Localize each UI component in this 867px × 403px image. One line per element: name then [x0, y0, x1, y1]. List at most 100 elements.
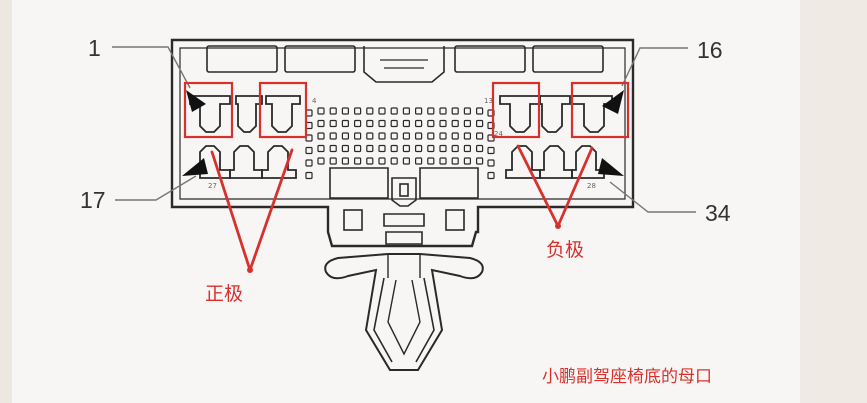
highlight-box-left-1	[183, 81, 234, 139]
pin-cavity	[354, 144, 362, 153]
page-background	[0, 0, 800, 403]
pin-cavity	[463, 107, 471, 115]
pin-cavity	[402, 157, 410, 165]
pin-cavity	[317, 119, 325, 128]
pin-cavity	[341, 132, 349, 140]
pin-cavity	[329, 144, 337, 153]
arrow-pin-16	[602, 90, 624, 114]
pin-cavity	[329, 107, 337, 115]
top-latch-slots	[206, 45, 604, 83]
pin-cavity	[451, 107, 459, 115]
pin-label-16: 16	[697, 37, 723, 63]
leader-line-17	[115, 175, 197, 201]
pin-cavity	[305, 171, 313, 180]
pin-cavity	[329, 119, 337, 128]
pin-cavity	[427, 144, 435, 153]
pin-cavity	[366, 157, 374, 165]
negative-line-left	[516, 144, 560, 228]
pin-cavity	[439, 144, 447, 153]
pin-cavity	[476, 132, 484, 140]
pin-cavity	[305, 146, 313, 155]
pin-cavity	[427, 119, 435, 128]
pin-cavity	[402, 107, 410, 115]
pin-cavity	[427, 157, 435, 165]
pin-cavity	[390, 132, 398, 140]
pin-cavity	[463, 119, 471, 128]
pin-cavity	[476, 144, 484, 153]
pin-cavity	[390, 107, 398, 115]
positive-line-right	[248, 148, 294, 272]
pin-cavity	[329, 157, 337, 165]
small-pin-number-b: 13	[484, 97, 493, 105]
pin-cavity	[354, 107, 362, 115]
pin-cavity	[341, 144, 349, 153]
pin-cavity	[451, 132, 459, 140]
highlight-box-left-2	[258, 81, 308, 139]
negative-line-right	[556, 146, 594, 228]
pin-cavity	[378, 132, 386, 140]
pin-cavity	[427, 107, 435, 115]
arrow-pin-34	[598, 158, 624, 176]
arrow-pin-17	[182, 158, 208, 176]
negative-junction-dot	[555, 223, 561, 229]
pin-cavity	[378, 144, 386, 153]
pin-cavity	[317, 144, 325, 153]
pin-cavity	[366, 119, 374, 128]
pin-cavity	[341, 119, 349, 128]
pin-cavity	[415, 144, 423, 153]
pin-cavity	[354, 157, 362, 165]
highlight-box-right-1	[491, 81, 541, 139]
pin-cavity	[366, 107, 374, 115]
bottom-lock-blocks	[329, 167, 479, 207]
connector-housing-inner	[179, 47, 626, 200]
pin-cavity	[476, 119, 484, 128]
arrow-pin-1	[186, 90, 206, 112]
pin-cavity	[402, 119, 410, 128]
pin-cavity	[378, 119, 386, 128]
positive-junction-dot	[247, 267, 253, 273]
pin-cavity	[451, 157, 459, 165]
pin-cavity	[487, 159, 495, 167]
caption-label: 小鹏副驾座椅底的母口	[542, 367, 712, 387]
pin-cavity	[439, 119, 447, 128]
pin-label-17: 17	[80, 187, 106, 213]
pin-cavity	[378, 157, 386, 165]
small-pin-number-d: 24	[494, 130, 503, 138]
pin-cavity	[305, 159, 313, 167]
pin-cavity	[476, 107, 484, 115]
leader-line-34	[609, 181, 696, 213]
pin-cavity	[317, 132, 325, 140]
connector-housing	[170, 38, 635, 248]
pin-cavity	[366, 132, 374, 140]
lower-rails	[343, 209, 465, 245]
small-pin-number-e: 28	[587, 182, 596, 190]
pin-cavity	[487, 171, 495, 180]
pin-cavity	[366, 144, 374, 153]
pin-cavity	[390, 144, 398, 153]
annotation-lines	[210, 144, 594, 272]
negative-label: 负极	[546, 239, 584, 261]
pin-cavity	[427, 132, 435, 140]
pin-cavity	[390, 119, 398, 128]
connector-drawing	[112, 38, 696, 371]
highlight-box-right-2	[570, 81, 630, 139]
page-margin-right	[800, 0, 867, 403]
leader-lines	[112, 46, 696, 213]
small-pin-number-c: 27	[208, 182, 217, 190]
pin-cavity	[415, 157, 423, 165]
arrow-heads	[182, 90, 624, 176]
pin-cavity	[463, 157, 471, 165]
pin-cavity	[487, 146, 495, 155]
leader-line-1	[112, 46, 191, 89]
page-margin-left	[0, 0, 12, 403]
pin-cavity	[390, 157, 398, 165]
small-pin-number-a: 4	[312, 97, 317, 105]
pin-cavity	[451, 119, 459, 128]
pin-cavity	[463, 132, 471, 140]
pin-cavity	[415, 119, 423, 128]
pin-cavity	[402, 144, 410, 153]
pin-label-1: 1	[88, 35, 101, 61]
pin-cavity	[451, 144, 459, 153]
pin-cavity	[476, 157, 484, 165]
pin-cavity	[317, 107, 325, 115]
